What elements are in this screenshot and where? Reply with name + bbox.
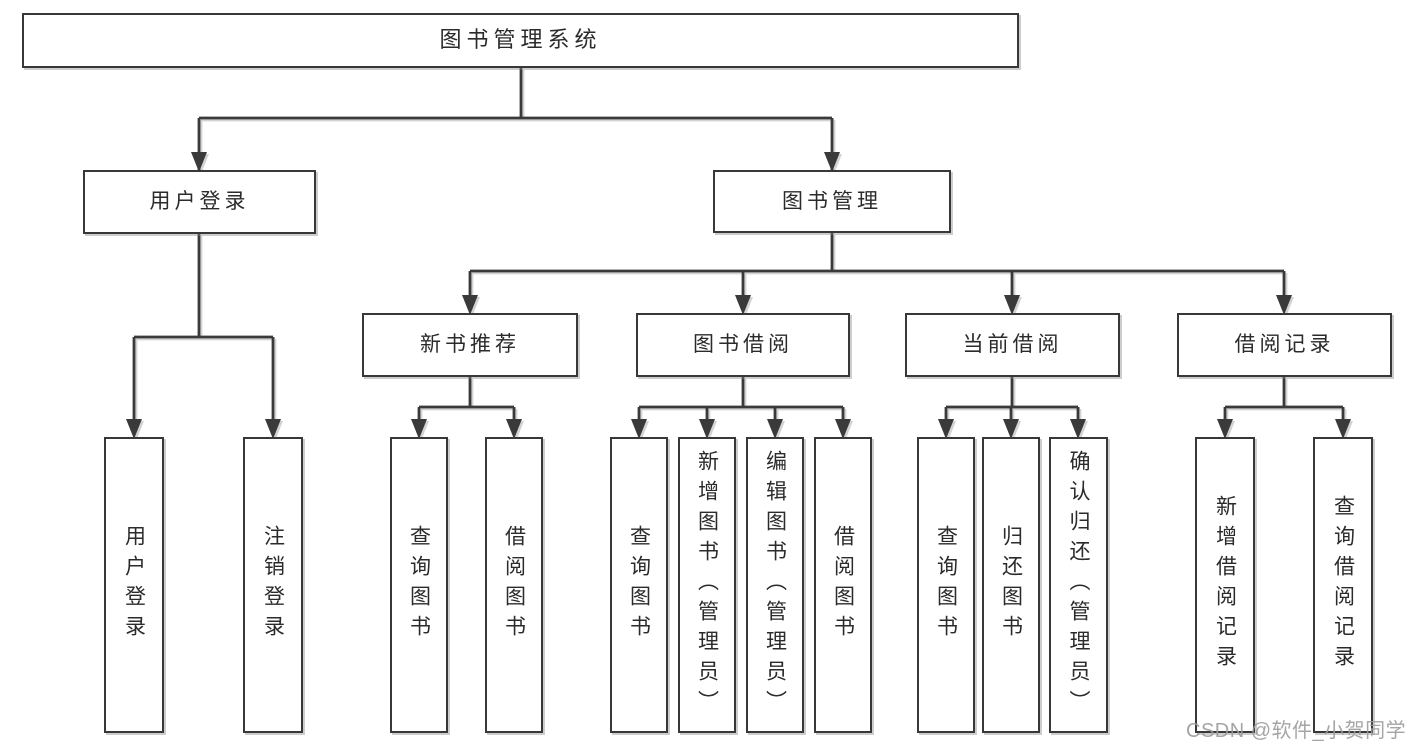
arrow-down-icon [938,419,954,439]
node-label: 当前借阅 [962,333,1063,357]
node-label: 查询借阅记录 [1331,495,1355,675]
node-label: 确认归还（管理员） [1067,450,1090,720]
node-library-management-system: 图书管理系统 [22,13,1019,68]
node-label: 新增借阅记录 [1213,495,1237,675]
node-label: 用户登录 [149,190,250,214]
leaf-add-borrow-record: 新增借阅记录 [1195,437,1255,733]
arrow-down-icon [735,295,751,315]
leaf-query-borrow-record: 查询借阅记录 [1313,437,1373,733]
node-label: 查询图书 [627,525,651,645]
arrow-down-icon [767,419,783,439]
arrow-down-icon [1003,419,1019,439]
node-label: 新书推荐 [420,333,520,357]
node-label: 借阅记录 [1234,333,1335,357]
node-label: 图书管理 [782,189,882,213]
arrow-down-icon [1276,295,1292,315]
node-new-book-recommendation: 新书推荐 [362,313,578,377]
arrow-down-icon [1335,419,1351,439]
node-user-login: 用户登录 [83,170,316,234]
node-label: 查询图书 [407,525,431,645]
node-label: 图书管理系统 [439,27,602,53]
leaf-confirm-return-admin: 确认归还（管理员） [1049,437,1108,733]
node-label: 归还图书 [999,525,1023,645]
arrow-down-icon [411,419,427,439]
arrow-down-icon [699,419,715,439]
node-label: 查询图书 [934,525,958,645]
leaf-logout: 注销登录 [243,437,303,733]
leaf-edit-book-admin: 编辑图书（管理员） [746,437,804,733]
arrow-down-icon [1217,419,1233,439]
arrow-down-icon [1004,295,1020,315]
node-label: 编辑图书（管理员） [763,450,787,720]
leaf-query-books: 查询图书 [610,437,668,733]
node-borrowing-records: 借阅记录 [1177,313,1392,377]
leaf-query-books: 查询图书 [917,437,975,733]
node-book-borrowing: 图书借阅 [636,313,850,377]
arrow-down-icon [462,295,478,315]
arrow-down-icon [631,419,647,439]
arrow-down-icon [265,419,281,439]
node-label: 借阅图书 [502,525,526,645]
arrow-down-icon [835,419,851,439]
arrowhead-icons [126,152,1351,439]
leaf-user-login: 用户登录 [104,437,164,733]
arrow-down-icon [126,419,142,439]
arrow-down-icon [1070,419,1086,439]
leaf-borrow-books: 借阅图书 [814,437,872,733]
node-label: 图书借阅 [693,333,793,357]
arrow-down-icon [191,152,207,172]
csdn-watermark: CSDN @软件_小贺同学 [1186,720,1405,742]
arrow-down-icon [824,152,840,172]
tree-edges [132,68,1345,435]
node-label: 新增图书（管理员） [695,450,719,720]
leaf-return-book: 归还图书 [982,437,1040,733]
node-book-management: 图书管理 [713,170,951,233]
leaf-query-books: 查询图书 [390,437,448,733]
arrow-down-icon [506,419,522,439]
leaf-borrow-books: 借阅图书 [485,437,543,733]
node-label: 注销登录 [261,525,285,645]
node-label: 借阅图书 [831,525,855,645]
node-label: 用户登录 [122,525,146,645]
leaf-add-book-admin: 新增图书（管理员） [678,437,736,733]
node-current-borrowing: 当前借阅 [905,313,1120,377]
